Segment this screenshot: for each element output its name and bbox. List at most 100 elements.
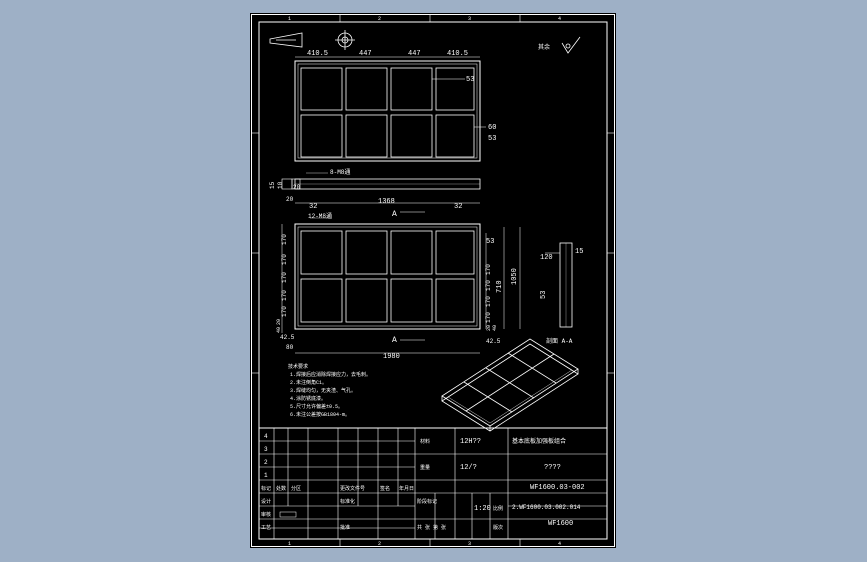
top-dim-2: 447	[359, 50, 372, 58]
front-left-dim-8: 42.5	[280, 334, 295, 341]
front-left-dim-4: 170	[281, 290, 288, 301]
note-5: 5.尺寸允许偏差±0.5。	[290, 403, 343, 410]
front-left-dim-6: 20	[276, 319, 282, 325]
side-dim-6: 1368	[378, 198, 395, 206]
note-0: 技术要求	[288, 363, 308, 370]
scale-label: 比例	[493, 505, 503, 512]
note-1: 1.焊接后应消除焊接应力，去毛刺。	[290, 371, 371, 378]
role-designer: 设计	[261, 498, 271, 505]
roughness-label: 其余	[538, 43, 550, 51]
drawing-number: WF1600.03-002	[530, 484, 585, 492]
rev-row-3: 3	[264, 446, 268, 453]
rev-header-2: 处数	[276, 485, 286, 492]
detail-dim-1: 15	[575, 248, 583, 256]
front-bottom-dim-3: 42.5	[486, 338, 501, 345]
sheet-label-2: 版次	[493, 524, 503, 531]
reference-number: 2.WF1600.03.002.014	[512, 504, 581, 511]
front-view: 12-M8通 A A 53 1050 710 170 170 170 170 2…	[276, 210, 521, 361]
front-right-dim-2: 1050	[511, 268, 519, 285]
technical-notes: 技术要求 1.焊接后应消除焊接应力，去毛刺。 2.未注倒角C1。 3.焊缝均匀，…	[288, 363, 371, 418]
mass-label: 重量	[420, 464, 430, 471]
front-left-dim-1: 170	[281, 234, 288, 245]
scale-value: 1:20	[474, 505, 491, 513]
rev-row-1: 1	[264, 472, 268, 479]
rev-header-6: 年月日	[399, 485, 414, 492]
inner-frame	[258, 21, 608, 540]
front-right-dim-6: 170	[485, 296, 492, 307]
top-dim-5: 53	[466, 76, 474, 84]
top-dim-7: 53	[488, 135, 496, 143]
front-bottom-dim-2: 1980	[383, 353, 400, 361]
projection-symbol-icon	[269, 30, 355, 50]
product-code: WF1600	[548, 520, 573, 528]
side-dim-3: 20	[286, 196, 294, 203]
outer-frame	[251, 14, 615, 547]
detail-dim-2: 120	[540, 254, 553, 262]
signature-box	[279, 511, 297, 518]
detail-caption: 剖面 A-A	[546, 337, 573, 345]
cad-drawing: 1 2 3 4 1 2 3 4 其余	[251, 14, 615, 547]
front-right-dim-9: 40	[492, 325, 498, 331]
note-6: 6.未注公差按GB1804-m。	[290, 411, 350, 418]
side-dim-2: 10	[277, 181, 284, 189]
mass-value: 12/?	[460, 464, 477, 472]
material-label: 材料	[420, 438, 430, 445]
rev-header-4: 更改文件号	[340, 485, 365, 492]
top-dim-1: 410.5	[307, 50, 328, 58]
rev-header-5: 签名	[380, 485, 390, 492]
front-left-dim-2: 170	[281, 254, 288, 265]
front-right-dim-7: 170	[485, 312, 492, 323]
part-name: 基本底板加强板组合	[512, 437, 566, 445]
zone-top-2: 2	[378, 16, 381, 22]
stage-label: 阶段标记	[417, 498, 437, 505]
sheet-label: 共 张 第 张	[417, 524, 446, 531]
rev-row-4: 4	[264, 433, 268, 440]
front-left-dim-3: 170	[281, 272, 288, 283]
zone-top-1: 1	[288, 16, 291, 22]
side-dim-1: 15	[269, 181, 276, 189]
title-block: 4 3 2 1 标记 处数 分区 更改文件号 签名 年月日 设计 审核 工艺 标…	[258, 427, 608, 540]
section-mark-bottom: A	[392, 336, 397, 345]
role-standard: 标准化	[340, 498, 355, 505]
material-value: 12H??	[460, 438, 481, 446]
rev-header-1: 标记	[261, 485, 271, 492]
top-dim-3: 447	[408, 50, 421, 58]
company-name: ????	[544, 464, 561, 472]
side-hole-note: 8-M8通	[330, 168, 350, 176]
section-detail: 15 120 53 剖面 A-A	[540, 242, 583, 345]
detail-dim-3: 53	[540, 291, 548, 299]
front-left-dim-5: 170	[281, 306, 288, 317]
front-right-dim-4: 170	[485, 264, 492, 275]
front-right-dim-5: 170	[485, 280, 492, 291]
side-dim-5: 32	[309, 203, 317, 211]
front-left-dim-7: 40	[276, 327, 282, 333]
isometric-view	[441, 338, 579, 432]
front-right-dim-3: 710	[496, 280, 504, 293]
top-dim-4: 410.5	[447, 50, 468, 58]
side-view: 8-M8通 15 10 20 20 32 1368 32	[269, 168, 481, 211]
zone-top-4: 4	[558, 16, 561, 22]
roughness-icon	[561, 36, 581, 54]
top-view: 410.5 447 447 410.5 53 60 53	[294, 50, 496, 162]
note-2: 2.未注倒角C1。	[290, 379, 327, 386]
rev-row-2: 2	[264, 459, 268, 466]
side-dim-4: 20	[293, 184, 301, 191]
front-bottom-dim-1: 80	[286, 344, 294, 351]
zone-bot-1: 1	[288, 541, 291, 547]
section-mark-top: A	[392, 210, 397, 219]
note-3: 3.焊缝均匀，无夹渣、气孔。	[290, 387, 356, 394]
note-4: 4.涂防锈底漆。	[290, 395, 326, 402]
zone-bot-3: 3	[468, 541, 471, 547]
rev-header-3: 分区	[291, 485, 301, 492]
front-right-dim-1: 53	[486, 238, 494, 246]
zone-top-3: 3	[468, 16, 471, 22]
role-approve: 批准	[340, 524, 350, 531]
drawing-sheet: 1 2 3 4 1 2 3 4 其余	[250, 13, 616, 548]
role-process: 工艺	[261, 525, 271, 531]
front-hole-note: 12-M8通	[308, 212, 332, 220]
side-dim-7: 32	[454, 203, 462, 211]
role-reviewer: 审核	[261, 511, 271, 518]
top-dim-6: 60	[488, 124, 496, 132]
zone-bot-2: 2	[378, 541, 381, 547]
front-right-dim-8: 20	[486, 325, 492, 331]
